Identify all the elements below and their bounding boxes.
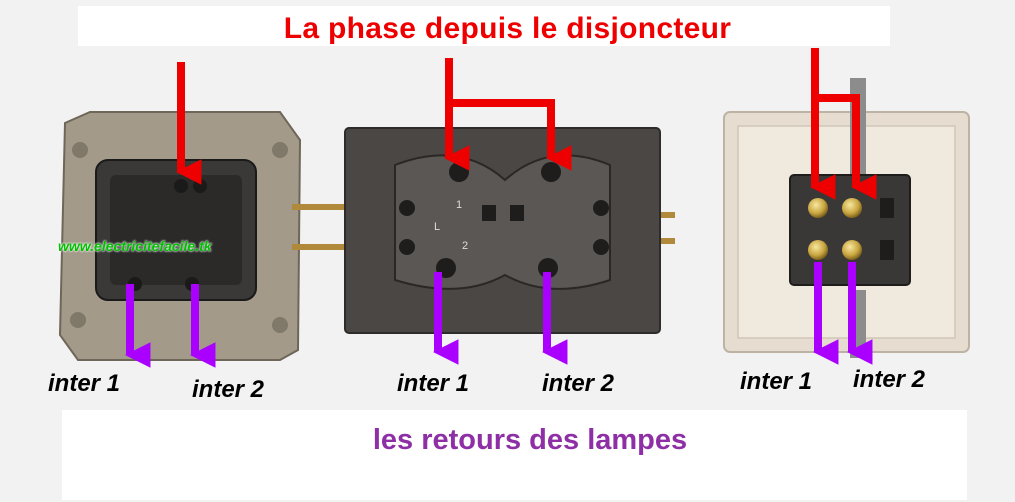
switch-right [723, 78, 970, 358]
footer-strip [62, 410, 967, 500]
return-arrow-icon [124, 262, 873, 368]
switch-left [58, 111, 302, 361]
watermark-url: www.electricitefacile.tk [58, 238, 212, 254]
switch-left-label-2: inter 2 [192, 376, 265, 403]
switch-left-label-1: inter 1 [48, 370, 121, 397]
switch-right-label-1: inter 1 [740, 368, 813, 395]
terminal-mark-2: 2 [462, 240, 468, 252]
terminal-mark-l: L [434, 221, 440, 233]
switch-center: L 1 2 [292, 127, 675, 334]
switch-right-label-2: inter 2 [853, 366, 926, 393]
switch-center-label-1: inter 1 [397, 370, 470, 397]
terminal-mark-1: 1 [456, 199, 462, 211]
title-strip [78, 6, 890, 46]
diagram-footer: les retours des lampes [372, 424, 688, 456]
phase-arrow-icon [175, 48, 877, 200]
switch-center-label-2: inter 2 [542, 370, 615, 397]
screw-terminal-icon [808, 198, 894, 260]
diagram-title: La phase depuis le disjoncteur [283, 12, 732, 45]
